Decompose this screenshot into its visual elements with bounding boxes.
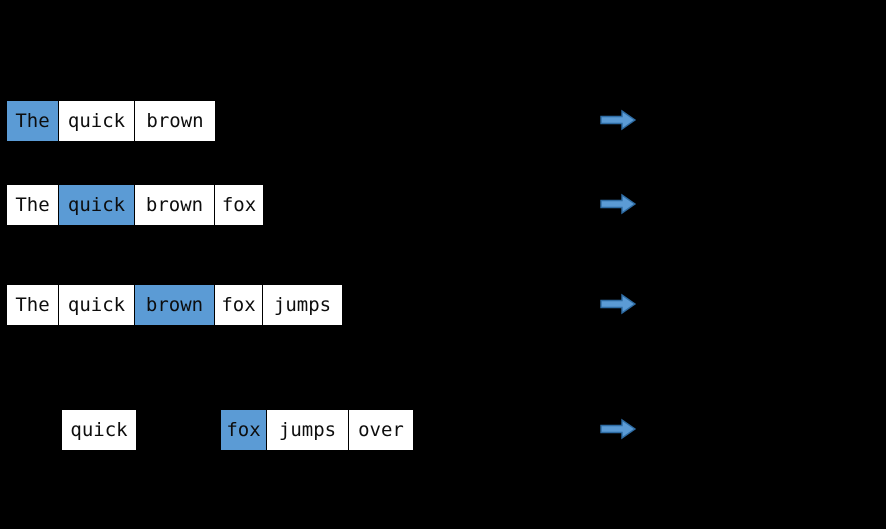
token-group: quick (61, 409, 137, 450)
token-cell-highlighted[interactable]: fox (221, 410, 267, 450)
arrow-right-icon-2 (600, 193, 636, 215)
token-cell[interactable]: brown (135, 185, 215, 225)
token-cell[interactable]: jumps (267, 410, 349, 450)
token-cell[interactable]: jumps (263, 285, 342, 325)
arrow-right-icon-3 (600, 293, 636, 315)
arrow-right-icon-4 (600, 418, 636, 440)
token-cell[interactable]: fox (215, 185, 263, 225)
token-cell-highlighted[interactable]: The (7, 101, 59, 141)
token-cell[interactable]: The (7, 285, 59, 325)
token-cell[interactable]: quick (59, 285, 135, 325)
token-cell-highlighted[interactable]: quick (59, 185, 135, 225)
token-cell[interactable]: fox (215, 285, 263, 325)
token-cell[interactable]: quick (62, 410, 136, 450)
arrow-right-icon-1 (600, 109, 636, 131)
token-cell[interactable]: The (7, 185, 59, 225)
token-cell-highlighted[interactable]: brown (135, 285, 215, 325)
token-cell[interactable]: over (349, 410, 413, 450)
token-cell[interactable]: brown (135, 101, 215, 141)
row-spacer (137, 409, 220, 449)
token-cell[interactable]: quick (59, 101, 135, 141)
row-spacer (6, 409, 61, 449)
